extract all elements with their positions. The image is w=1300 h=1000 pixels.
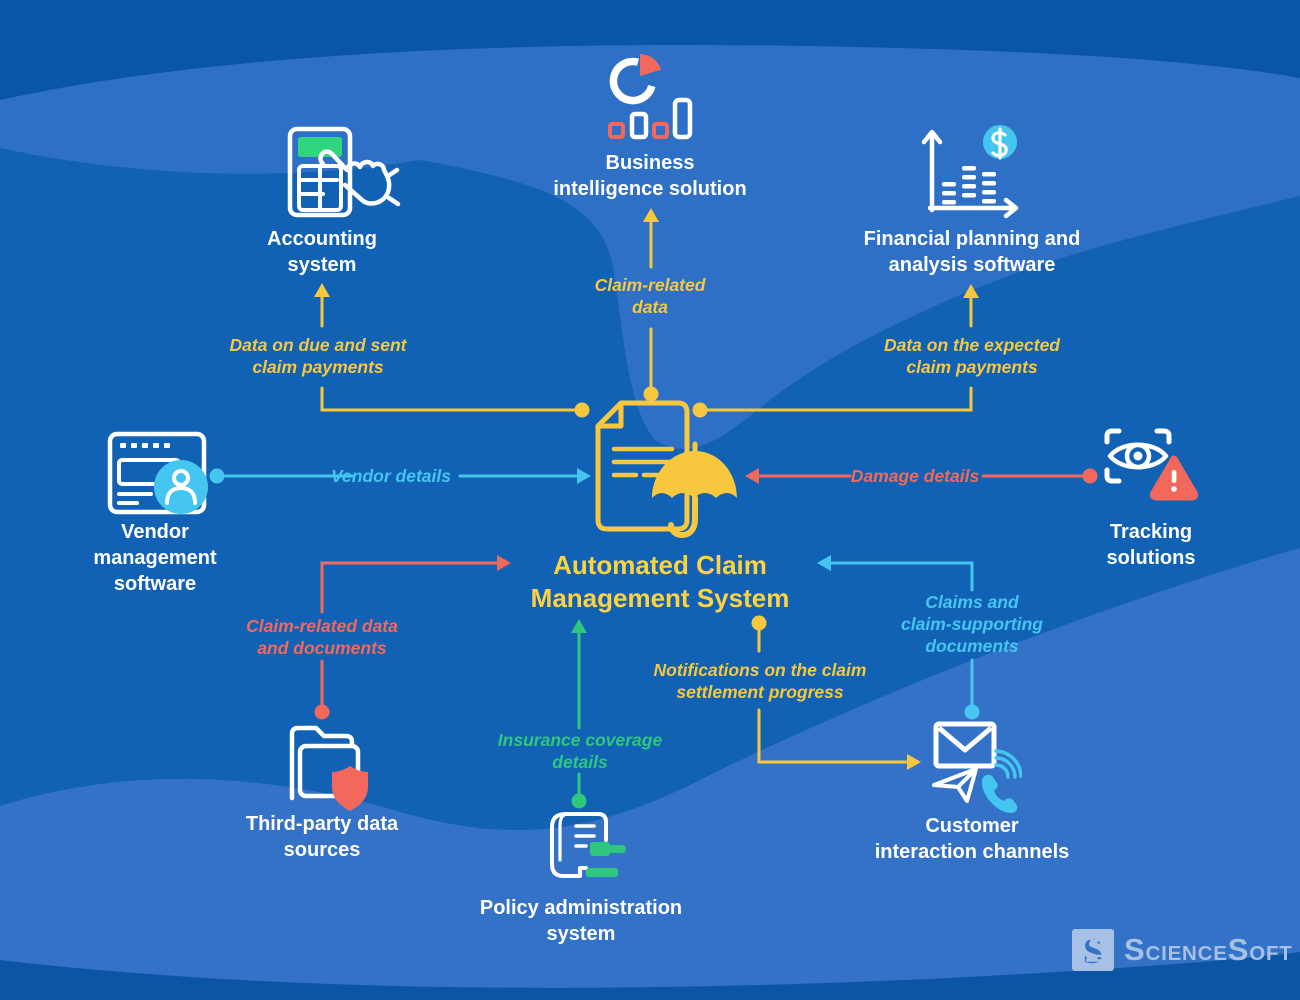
connector-third-party: [320, 555, 511, 706]
connector-accounting: [314, 283, 584, 412]
flow-label-expected-payments: Data on the expected claim payments: [883, 335, 1061, 377]
connector-financial-planning: [698, 284, 979, 412]
sciencesoft-logo: S ScienceSoft: [1072, 929, 1293, 971]
node-label-tracking-solutions: Tracking solutions: [1106, 521, 1196, 569]
connector-damage: [745, 468, 1085, 484]
claim-document-icon: [595, 400, 737, 539]
node-label-vendor-management: Vendor management software: [93, 521, 217, 595]
connector-claims-supporting: [817, 555, 974, 707]
node-label-policy-admin: Policy administration system: [479, 897, 683, 945]
connector-vendor: [222, 468, 591, 484]
flow-label-insurance-coverage: Insurance coverage details: [497, 730, 663, 772]
flow-label-vendor-details: Vendor details: [331, 466, 451, 486]
flow-label-due-sent-payments: Data on due and sent claim payments: [229, 335, 407, 377]
page-title: Automated Claim Management System: [530, 550, 790, 613]
connector-dots: [209, 386, 1098, 809]
node-label-customer-channels: Customer interaction channels: [874, 815, 1070, 863]
node-label-accounting: Accounting system: [267, 228, 377, 276]
flow-label-claims-supporting: Claims and claim-supporting documents: [901, 592, 1043, 656]
financial-planning-icon: [921, 125, 1019, 219]
node-label-third-party: Third-party data sources: [245, 813, 399, 861]
policy-admin-icon: [550, 812, 626, 878]
node-label-business-intelligence: Business intelligence solution: [553, 152, 747, 200]
connector-business-intelligence: [643, 208, 659, 389]
sciencesoft-logo-text: ScienceSoft: [1124, 932, 1293, 967]
business-intelligence-icon: [608, 54, 693, 140]
third-party-data-icon: [289, 725, 368, 811]
flow-label-notifications: Notifications on the claim settlement pr…: [653, 660, 867, 702]
flow-label-damage-details: Damage details: [850, 466, 980, 486]
sciencesoft-logo-icon: S: [1072, 929, 1114, 971]
accounting-icon: [287, 126, 401, 218]
tracking-solutions-icon: [1104, 428, 1199, 501]
connector-notifications: [757, 628, 921, 770]
flow-label-claim-related-docs: Claim-related data and documents: [246, 616, 398, 658]
customer-channels-icon: [932, 721, 1022, 813]
vendor-management-icon: [107, 431, 208, 515]
connector-policy: [571, 619, 587, 795]
flow-label-claim-related-data: Claim-related data: [594, 275, 706, 317]
node-label-financial-planning: Financial planning and analysis software: [863, 228, 1081, 276]
